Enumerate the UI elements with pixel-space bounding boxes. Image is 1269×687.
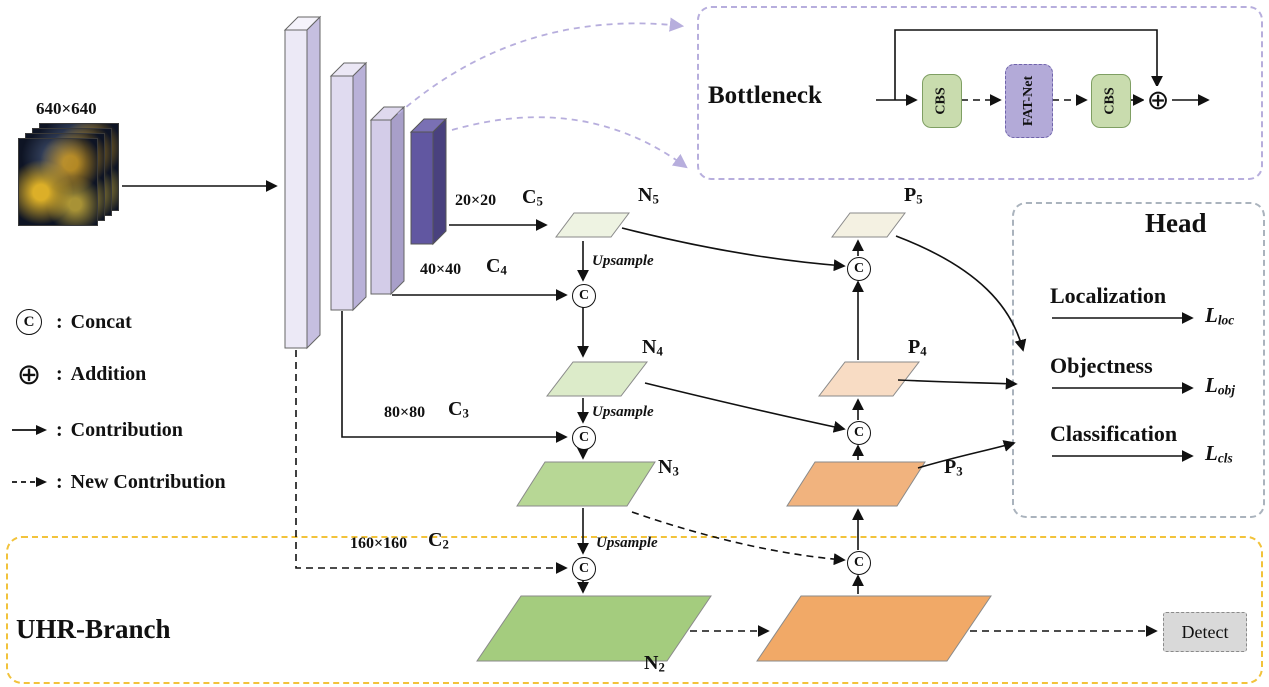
c3-size-label: 80×80	[384, 404, 426, 421]
bottleneck-panel	[697, 6, 1263, 180]
legend-item-addition: ⊕ : Addition	[10, 358, 147, 391]
arrow-c3	[341, 311, 568, 443]
n5-plane	[555, 212, 630, 238]
cbs-block-2: CBS	[1091, 74, 1131, 128]
upsample-label-3: Upsample	[596, 535, 658, 551]
fatnet-block: FAT-Net	[1005, 64, 1053, 138]
p3-plane	[786, 461, 926, 507]
n4-plane	[545, 361, 649, 397]
n3-label: N3	[658, 456, 679, 479]
input-image	[18, 138, 98, 226]
c5-size-label: 20×20	[455, 192, 497, 209]
backbone-stage-4	[409, 117, 448, 246]
uhr-branch-title: UHR-Branch	[16, 614, 171, 644]
c3-label: C3	[448, 398, 469, 421]
legend-separator: :	[56, 418, 63, 441]
legend-separator: :	[56, 362, 63, 385]
arrow-p4-to-head	[897, 377, 1018, 390]
callout-backbone-to-bottleneck-lower	[451, 116, 688, 169]
c5-label: C5	[522, 186, 543, 209]
p4-plane	[817, 361, 921, 397]
concat-node-n2: C	[572, 557, 596, 581]
legend-label-concat: Concat	[70, 310, 132, 333]
uhr-branch-panel	[6, 536, 1263, 684]
concat-icon: C	[10, 309, 48, 335]
loss-cls-label: Lcls	[1205, 441, 1233, 466]
arrow-n5-to-p5concat	[621, 227, 846, 272]
n4-label: N4	[642, 336, 663, 359]
arrow-n3-to-p3concat-dashed	[631, 511, 846, 566]
c4-size-label: 40×40	[420, 261, 462, 278]
backbone-stage-3	[369, 105, 406, 296]
backbone-stage-1	[283, 15, 322, 350]
input-size-label: 640×640	[36, 99, 97, 118]
legend-separator: :	[56, 310, 63, 333]
contribution-arrow-icon	[10, 423, 48, 437]
arrow-n4-to-p4concat	[644, 382, 846, 433]
p5-label: P5	[904, 184, 923, 207]
c4-label: C4	[486, 255, 507, 278]
detect-box: Detect	[1163, 612, 1247, 652]
head-panel	[1012, 202, 1265, 518]
n5-label: N5	[638, 184, 659, 207]
concat-node-p5: C	[847, 257, 871, 281]
concat-node-p3: C	[847, 551, 871, 575]
bottleneck-skip-connection	[894, 29, 1163, 100]
c2-size-label: 160×160	[350, 535, 408, 552]
loss-loc-label: Lloc	[1205, 303, 1235, 328]
n3-plane	[516, 461, 656, 507]
head-row-classification: Classification	[1050, 421, 1178, 446]
upsample-label-2: Upsample	[592, 404, 654, 420]
legend-item-concat: C : Concat	[10, 306, 132, 338]
p2-plane	[756, 595, 992, 662]
arrow-p5-to-head	[895, 235, 1027, 352]
cbs-block-1: CBS	[922, 74, 962, 128]
new-contribution-arrow-icon	[10, 475, 48, 489]
p3-label: P3	[944, 456, 963, 479]
n2-label: N2	[644, 652, 665, 675]
addition-icon: ⊕	[16, 358, 42, 391]
legend-label-contribution: Contribution	[70, 418, 183, 441]
concat-node-n4: C	[572, 284, 596, 308]
addition-icon: ⊕	[1144, 86, 1172, 114]
concat-node-n3: C	[572, 426, 596, 450]
arrow-p3-to-head	[917, 440, 1016, 469]
bottleneck-title: Bottleneck	[708, 82, 822, 109]
p5-plane	[831, 212, 906, 238]
head-row-objectness: Objectness	[1050, 353, 1153, 378]
callout-backbone-to-bottleneck-upper	[397, 17, 685, 115]
legend-item-new-contribution: : New Contribution	[10, 466, 226, 498]
legend-label-addition: Addition	[70, 362, 147, 385]
legend-item-contribution: : Contribution	[10, 414, 183, 446]
p4-label: P4	[908, 336, 927, 359]
head-title: Head	[1145, 208, 1207, 238]
arrow-c2-dashed	[295, 350, 568, 574]
legend-separator: :	[56, 470, 63, 493]
head-row-localization: Localization	[1050, 283, 1167, 308]
backbone-stage-2	[329, 61, 368, 312]
concat-node-p4: C	[847, 421, 871, 445]
upsample-label-1: Upsample	[592, 253, 654, 269]
c2-label: C2	[428, 529, 449, 552]
loss-obj-label: Lobj	[1205, 373, 1235, 398]
n2-plane	[476, 595, 712, 662]
legend-label-new-contribution: New Contribution	[70, 470, 226, 493]
